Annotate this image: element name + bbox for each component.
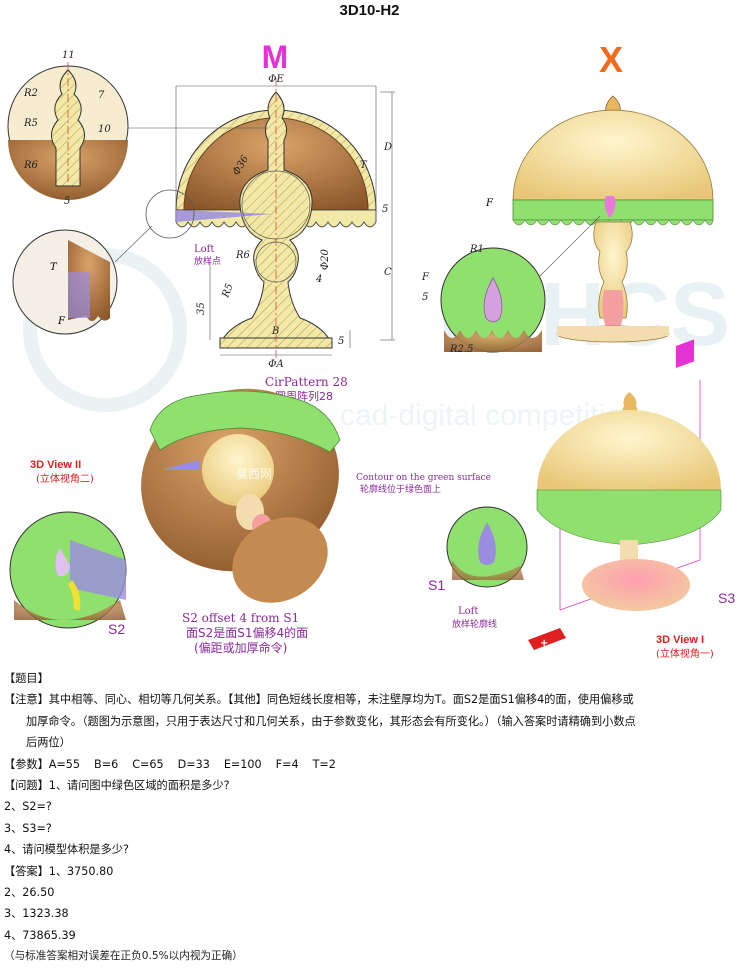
axis-arrow-icon: + (528, 628, 566, 650)
question-3: 3、S3=? (4, 821, 52, 835)
param-t: T=2 (312, 757, 336, 771)
question-1: 【问题】1、请问图中绿色区域的面积是多少? (4, 779, 230, 793)
loft-label-en: Loft (194, 244, 214, 255)
view1-subtitle: (立体视角一) (656, 647, 714, 660)
dim-d: D (383, 142, 392, 153)
param-d: D=33 (177, 757, 210, 771)
svg-text:+: + (540, 638, 548, 649)
s1-label: S1 (428, 577, 445, 593)
section-dimensions (175, 85, 395, 356)
s2-offset-cn1: 面S2是面S1偏移4的面 (186, 625, 308, 640)
drawing-canvas: caHCS cad-digital competition M Φ (7, 39, 735, 660)
answer-1: 【答案】1、3750.80 (4, 864, 114, 878)
view-3d-i (536, 339, 722, 611)
detail-teardrop (440, 247, 546, 353)
note-text: 【注意】其中相等、同心、相切等几何关系。【其他】同色短线长度相等，未注壁厚均为T… (4, 693, 634, 707)
dim-f-ext: F (485, 198, 494, 209)
detail-s2 (9, 511, 127, 629)
dim-7: 7 (98, 90, 105, 101)
dim-c: C (384, 267, 392, 278)
detail-s1 (446, 506, 528, 588)
view-m-label: M (262, 39, 289, 75)
param-c: C=65 (132, 757, 164, 771)
answer-4: 4、73865.39 (4, 928, 76, 942)
loft-label-cn: 放样点 (194, 255, 221, 267)
contour-cn: 轮廓线位于绿色面上 (360, 483, 441, 495)
view2-title: 3D View II (30, 459, 81, 471)
dim-r2: R2 (23, 88, 38, 99)
question-2: 2、S2=? (4, 800, 52, 814)
note-text-cont: 加厚命令。（题图为示意图，只用于表达尺寸和几何关系，由于参数变化，其形态会有所变… (26, 714, 636, 728)
dim-r5: R5 (220, 282, 235, 300)
detail-thickness (12, 229, 118, 335)
param-f: F=4 (275, 757, 299, 771)
dim-r1: R1 (469, 244, 484, 255)
dim-5: 5 (382, 204, 388, 215)
param-b: B=6 (94, 757, 119, 771)
m-badge: M (678, 366, 689, 381)
problem-text: 【题目】 【注意】其中相等、同心、相切等几何关系。【其他】同色短线长度相等，未注… (4, 668, 734, 968)
watermark-cn: 莫西网 (236, 467, 272, 481)
params-label: 【参数】 (4, 757, 49, 771)
section-view (175, 78, 377, 362)
heading-label: 【题目】 (4, 672, 49, 685)
params-row: 【参数】A=55 B=6 C=65 D=33 E=100 F=4 T=2 (4, 754, 734, 775)
dim-5b: 5 (338, 336, 344, 347)
loft2-cn: 放样轮廓线 (452, 618, 497, 630)
cirpattern-en: CirPattern 28 (265, 375, 348, 389)
dim-10: 10 (98, 124, 111, 135)
contour-en: Contour on the green surface (356, 473, 491, 483)
dim-f-teardrop: F (421, 272, 430, 283)
loft-callout-circle (145, 189, 195, 239)
dim-r6-detail: R6 (23, 160, 39, 171)
view-x-label: X (599, 39, 623, 80)
s2-label: S2 (108, 621, 125, 637)
s2-offset-en: S2 offset 4 from S1 (182, 611, 299, 625)
dim-11: 11 (62, 50, 75, 61)
param-a: A=55 (48, 757, 81, 771)
view1-title: 3D View I (656, 634, 704, 646)
answer-2: 2、26.50 (4, 886, 55, 900)
dim-5-detail: 5 (64, 196, 70, 207)
dim-t-detail: T (50, 262, 58, 273)
question-4: 4、请问模型体积是多少? (4, 843, 129, 857)
dim-phi-e: ΦE (268, 74, 284, 85)
loft2-en: Loft (458, 606, 478, 617)
dim-35: 35 (196, 302, 207, 315)
exterior-view (512, 95, 714, 343)
dim-f-detail: F (57, 316, 66, 327)
view2-subtitle: (立体视角二) (36, 472, 94, 485)
dim-phi-20: Φ20 (320, 248, 331, 270)
dim-phi-a: ΦA (268, 359, 283, 370)
dim-r6: R6 (235, 250, 251, 261)
s3-label: S3 (718, 590, 735, 606)
detail-finial (7, 62, 129, 200)
note-text-cont2: 后两位） (26, 736, 71, 750)
s2-offset-cn2: (偏距或加厚命令) (194, 640, 287, 655)
dim-t: T (360, 160, 368, 171)
dim-b: B (271, 326, 279, 337)
dim-5-teardrop: 5 (422, 292, 428, 303)
dim-r5-detail: R5 (23, 118, 38, 129)
answer-3: 3、1323.38 (4, 907, 69, 921)
param-e: E=100 (223, 757, 262, 771)
page-title: 3D10-H2 (339, 2, 400, 19)
dim-r2-5: R2.5 (449, 344, 473, 355)
dim-4: 4 (315, 274, 322, 285)
view-3d-ii (141, 388, 341, 603)
